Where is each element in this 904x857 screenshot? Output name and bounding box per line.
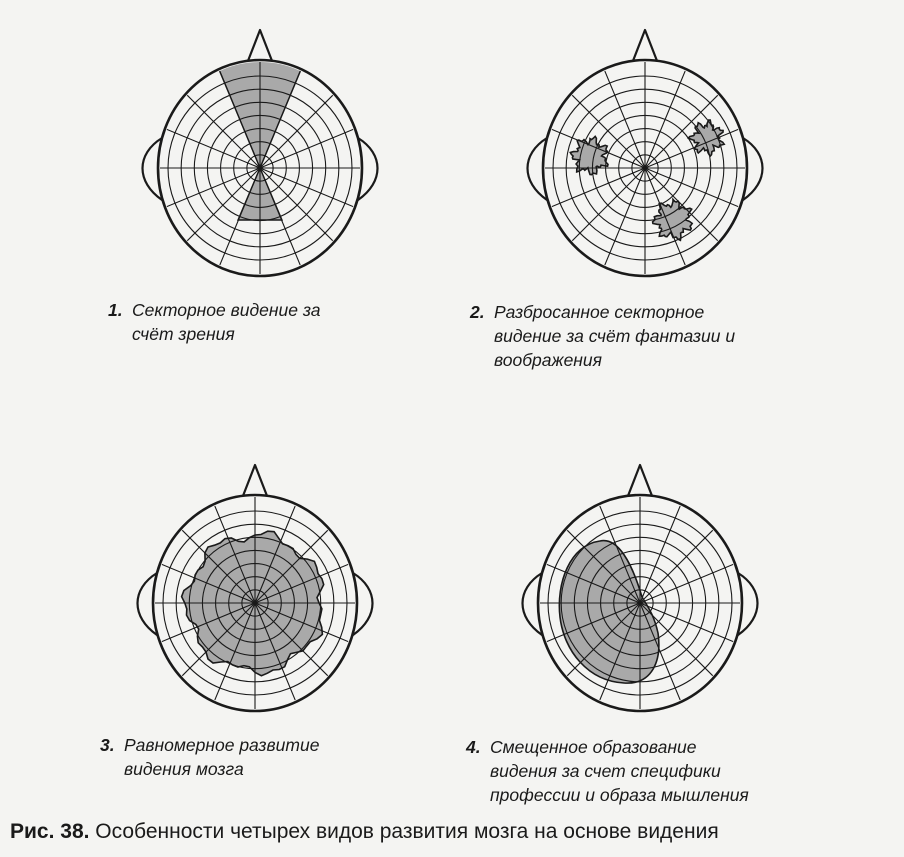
- caption-3: 3. Равномерное развитие видения мозга: [100, 733, 420, 783]
- caption-4-line-1: Смещенное образование: [490, 735, 749, 759]
- head-diagram-2-graphic: [515, 20, 775, 290]
- head-diagram-1: [130, 20, 390, 290]
- caption-3-number: 3.: [100, 733, 115, 757]
- caption-1-number: 1.: [108, 298, 123, 322]
- caption-4-line-2: видения за счет специфики: [490, 759, 749, 783]
- head-diagram-4-graphic: [510, 455, 770, 725]
- caption-4-number: 4.: [466, 735, 481, 759]
- head-diagram-4: [510, 455, 770, 725]
- caption-4: 4. Смещенное образование видения за счет…: [466, 735, 886, 810]
- caption-1-line-1: Секторное видение за: [132, 298, 321, 322]
- polar-grid: [516, 39, 774, 297]
- caption-4-line-3: профессии и образа мышления: [490, 783, 749, 807]
- caption-2-line-3: воображения: [494, 348, 735, 372]
- polar-grid: [131, 39, 389, 297]
- figure-label: Рис. 38.: [10, 820, 89, 843]
- caption-1-line-2: счёт зрения: [132, 322, 321, 346]
- polar-grid: [126, 474, 384, 732]
- head-diagram-1-graphic: [130, 20, 390, 290]
- caption-3-line-2: видения мозга: [124, 757, 319, 781]
- head-diagram-3-graphic: [125, 455, 385, 725]
- caption-2-line-2: видение за счёт фантазии и: [494, 324, 735, 348]
- caption-2-line-1: Разбросанное секторное: [494, 300, 735, 324]
- polar-grid: [511, 474, 769, 732]
- head-diagram-3: [125, 455, 385, 725]
- caption-2: 2. Разбросанное секторное видение за счё…: [470, 300, 870, 375]
- caption-2-number: 2.: [470, 300, 485, 324]
- head-diagram-2: [515, 20, 775, 290]
- caption-3-line-1: Равномерное развитие: [124, 733, 319, 757]
- figure-caption-text: Особенности четырех видов развития мозга…: [89, 820, 718, 843]
- figure-caption: Рис. 38. Особенности четырех видов разви…: [10, 818, 902, 846]
- caption-1: 1. Секторное видение за счёт зрения: [108, 298, 428, 348]
